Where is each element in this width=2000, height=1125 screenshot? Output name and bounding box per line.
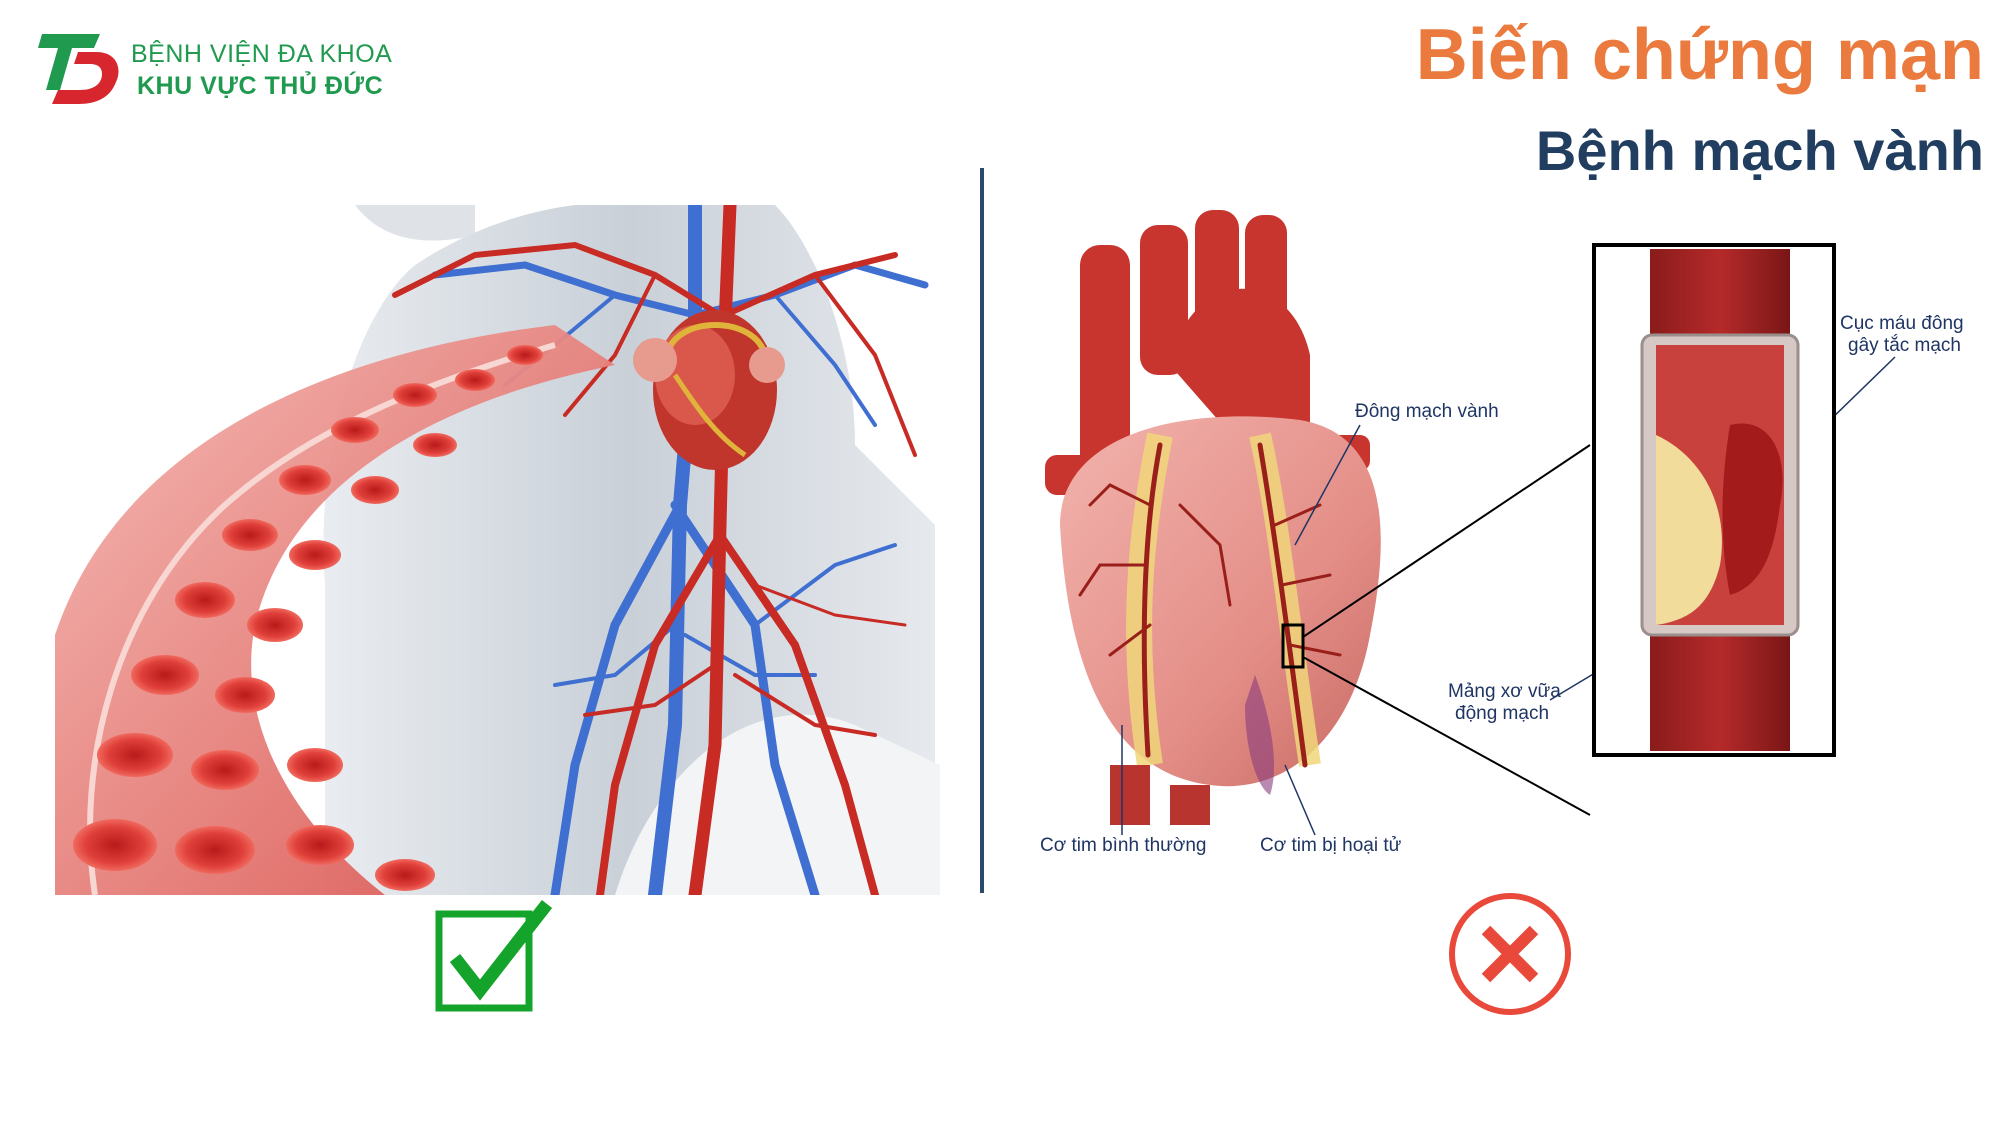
label-clot-line2: gây tắc mạch (1848, 335, 1961, 356)
page-subtitle: Bệnh mạch vành (1535, 119, 1984, 182)
hospital-logo: BỆNH VIỆN ĐA KHOA KHU VỰC THỦ ĐỨC (38, 30, 458, 110)
hospital-logo-icon (38, 34, 119, 104)
healthy-circulation-illustration (55, 198, 940, 902)
label-coronary-artery: Đông mạch vành (1355, 401, 1499, 422)
check-icon (435, 900, 553, 1012)
circulation-image (55, 198, 940, 902)
label-clot-line1: Cục máu đông (1840, 313, 1964, 334)
coronary-disease-illustration: Đông mạch vành Cục máu đông gây tắc mạch… (1030, 205, 1990, 895)
page-title: Biến chứng mạn (1415, 15, 1984, 95)
label-necrotic-muscle: Cơ tim bị hoại tử (1260, 835, 1402, 856)
artery-closeup (1592, 243, 1836, 757)
label-normal-muscle: Cơ tim bình thường (1040, 835, 1207, 856)
coronary-heart-image (1045, 210, 1896, 836)
label-plaque-line2: động mạch (1455, 703, 1550, 724)
cross-icon (1449, 893, 1571, 1015)
heart-icon (633, 310, 785, 470)
hospital-name-line2: KHU VỰC THỦ ĐỨC (137, 72, 384, 100)
vertical-divider (980, 168, 984, 893)
label-plaque-line1: Mảng xơ vữa (1448, 681, 1561, 702)
hospital-name-line1: BỆNH VIỆN ĐA KHOA (131, 40, 393, 68)
